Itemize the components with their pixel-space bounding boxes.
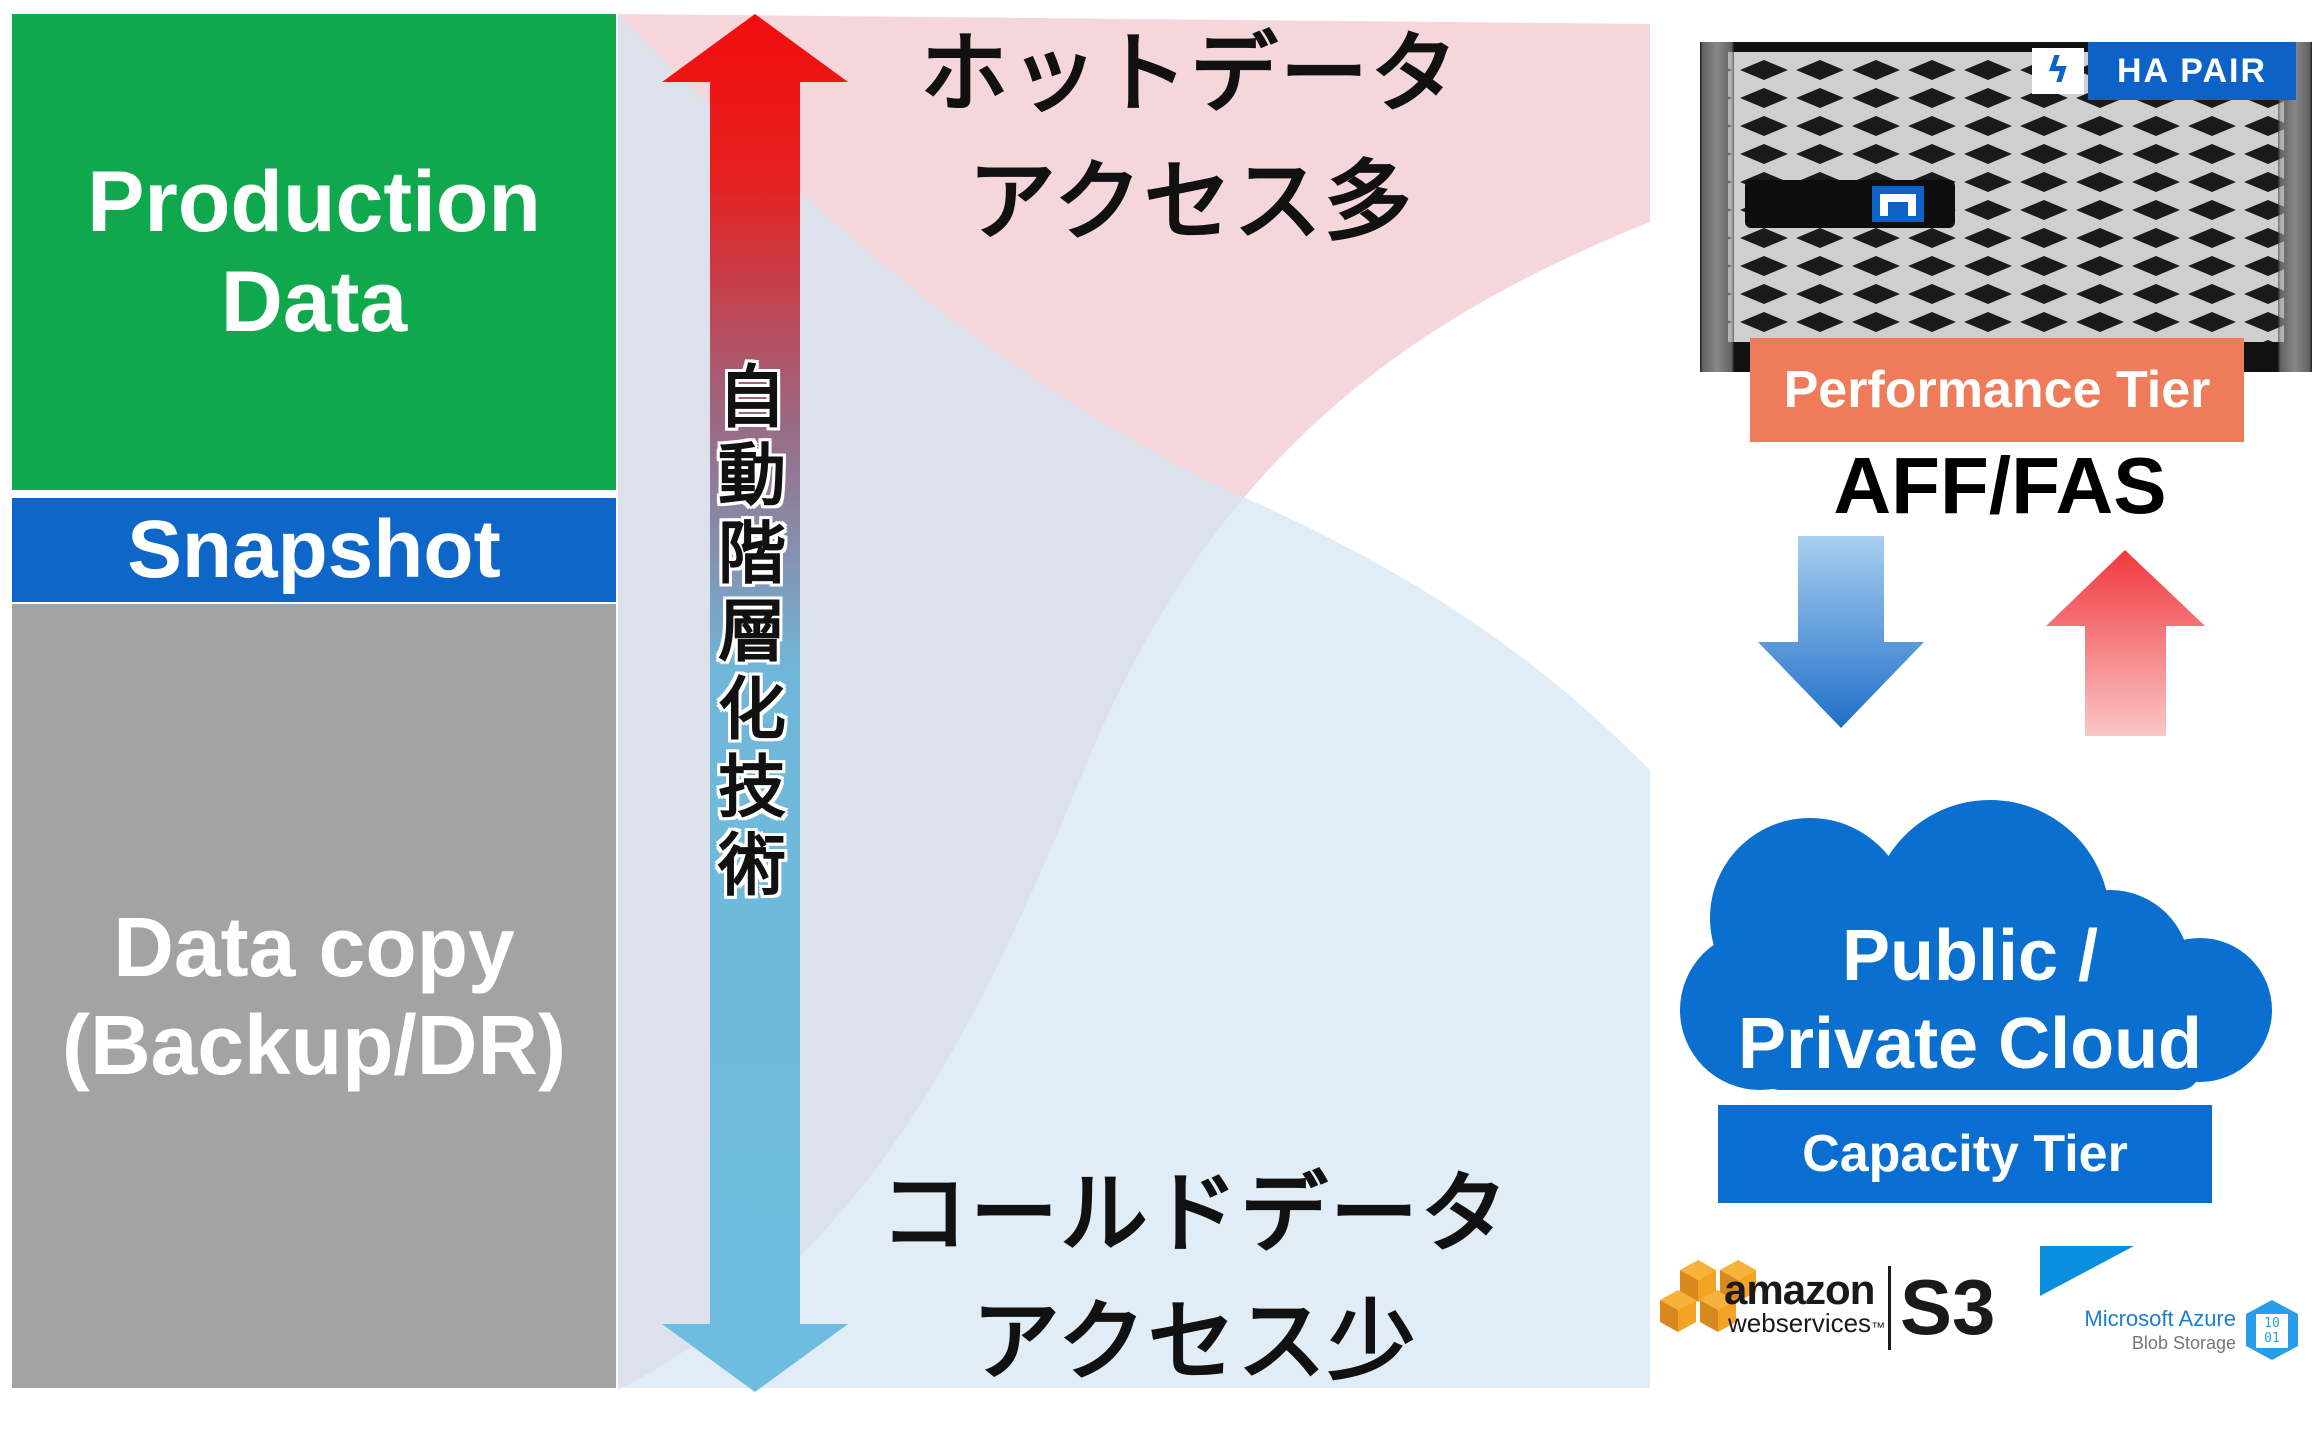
azure-logo-icon [2040,1246,2134,1296]
snapshot-block: Snapshot [12,498,616,602]
cloud-label-line1: Public / [1841,916,2099,996]
hot-data-line1: ホットデータ [920,22,1461,125]
cold-data-line2: アクセス少 [972,1289,1418,1393]
lightning-bolt-icon: ϟ [2032,48,2084,94]
cloud-shape [1680,800,2272,1090]
vertical-char: 層 [717,593,786,672]
data-copy-line1: Data copy [113,900,515,994]
azure-wordmark: Microsoft Azure Blob Storage [2046,1306,2236,1354]
auto-tiering-arrow [662,14,848,1392]
azure-line2: Blob Storage [2131,1333,2236,1353]
aws-tm: ™ [1871,1319,1886,1335]
vertical-char: 技 [717,749,786,828]
aws-logo-icon [1660,1260,1891,1350]
vertical-char: 動 [717,437,786,516]
aws-word-amazon: amazon [1724,1266,1875,1313]
aws-wordmark: amazon webservices™ [1724,1266,1885,1340]
aff-fas-label: AFF/FAS [1833,441,2167,530]
capacity-tier-label: Capacity Tier [1718,1105,2212,1203]
cold-data-line1: コールドデータ [880,1162,1511,1265]
production-data-line2: Data [220,254,408,350]
production-data-line1: Production [87,154,541,250]
aws-word-webservices: webservices™ [1728,1310,1885,1340]
aff-fas-server [1700,42,2312,372]
performance-tier-label: Performance Tier [1750,338,2244,442]
aws-webservices-text: webservices [1728,1308,1872,1338]
vertical-char: 化 [717,671,786,750]
vertical-char: 自 [717,359,786,438]
auto-tiering-label: 自 動 階 層 化 技 術 [712,360,792,906]
s3-label: S3 [1900,1263,1996,1351]
data-copy-line2: (Backup/DR) [61,998,567,1092]
azure-line1: Microsoft Azure [2084,1306,2236,1331]
ha-pair-label: HA PAIR [2088,42,2296,100]
cloud-label: Public / Private Cloud [1690,912,2250,1088]
cloud-label-line2: Private Cloud [1737,1004,2203,1084]
cold-data-title: コールドデータ アクセス少 [880,1150,1510,1405]
azure-icon-bits: 10 01 [2256,1316,2288,1346]
azure-icon-bits-line2: 01 [2264,1331,2280,1346]
hot-data-title: ホットデータ アクセス多 [920,10,1460,265]
vertical-char: 階 [717,515,786,594]
data-copy-block: Data copy (Backup/DR) [12,604,616,1388]
vertical-char: 術 [717,827,786,906]
tier-down-arrow [1758,536,1924,728]
azure-blob-storage-icon [2246,1300,2298,1360]
azure-icon-bits-line1: 10 [2264,1316,2280,1331]
tier-up-arrow [2046,550,2205,736]
hot-data-line2: アクセス多 [968,149,1414,253]
cold-data-band [618,14,1650,1388]
production-data-block: Production Data [12,14,616,490]
ha-pair-badge: ϟ HA PAIR [2026,42,2296,100]
snapshot-label: Snapshot [127,504,501,595]
